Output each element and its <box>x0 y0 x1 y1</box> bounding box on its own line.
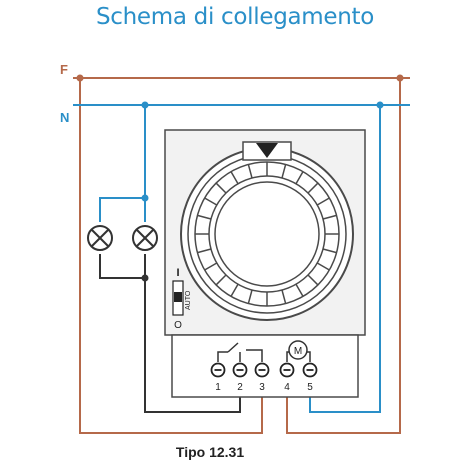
switch-label-off: O <box>174 320 182 331</box>
dial-tick <box>295 283 304 297</box>
dial-tick <box>322 248 337 254</box>
contact-wire-1 <box>217 351 228 362</box>
dial-tick <box>215 182 227 194</box>
lamp-return-junction <box>141 274 149 282</box>
switch-label-on: I <box>176 267 179 279</box>
neutral-junctions <box>141 101 384 202</box>
neutral-junction-right <box>376 101 384 109</box>
dial-tick <box>247 289 253 304</box>
neutral-junction-left <box>141 101 149 109</box>
phase-label: F <box>60 62 68 77</box>
timer-device: I AUTO O M 1 2 3 4 5 <box>164 129 366 398</box>
terminal-label: 2 <box>237 382 243 393</box>
lamp-1-return <box>99 254 145 279</box>
motor-circle <box>288 340 308 360</box>
dial-tick <box>197 248 212 254</box>
dial-tick <box>307 182 319 194</box>
lamp-1-cross-b <box>90 228 110 248</box>
motor-lead-right <box>307 351 311 362</box>
phase-drop-right <box>286 78 401 434</box>
neutral-junction-lamps <box>141 194 149 202</box>
dial-tick <box>197 214 212 220</box>
dial-tick <box>204 197 218 206</box>
phase-junction-right <box>396 74 404 82</box>
dial-tick <box>215 274 227 286</box>
neutral-to-lamps <box>99 105 146 222</box>
motor-lead-left <box>286 351 289 362</box>
terminal-strip: 1 2 3 4 5 <box>210 362 318 393</box>
dial-tick <box>322 214 337 220</box>
timer-dial <box>180 141 354 321</box>
terminal-label: 1 <box>215 382 221 393</box>
dial-tick <box>204 262 218 271</box>
dial-segment-inner <box>208 175 326 293</box>
terminal-label: 5 <box>307 382 313 393</box>
phase-junction-left <box>76 74 84 82</box>
phase-drop-left <box>79 78 263 434</box>
dial-segment-ticks <box>195 162 339 306</box>
switch-label-auto: AUTO <box>185 290 192 310</box>
dial-tick <box>281 164 287 179</box>
dial-tick <box>230 171 239 185</box>
dial-tick <box>307 274 319 286</box>
terminal-label: 4 <box>284 382 290 393</box>
switch-slider <box>174 292 182 302</box>
phase-wiring <box>73 77 410 434</box>
motor-letter: M <box>294 346 302 357</box>
lamp-1 <box>87 225 113 251</box>
relay-contact <box>217 342 263 362</box>
model-label: Tipo 12.31 <box>176 444 244 460</box>
contact-blade <box>227 342 239 353</box>
dial-center <box>214 181 320 287</box>
neutral-label: N <box>60 110 69 125</box>
lamp-2-cross-b <box>135 228 155 248</box>
dial-tick <box>247 164 253 179</box>
terminal-label: 3 <box>259 382 265 393</box>
phase-junctions <box>76 74 404 82</box>
dial-tick <box>230 283 239 297</box>
contact-wire-3 <box>246 349 263 362</box>
dial-tick <box>295 171 304 185</box>
dial-tick <box>316 197 330 206</box>
mode-switch: I AUTO O <box>172 267 192 331</box>
motor-symbol: M <box>286 340 311 362</box>
lamp-2 <box>132 225 158 251</box>
dial-tick <box>281 289 287 304</box>
diagram-title: Schema di collegamento <box>95 4 375 30</box>
dial-pointer-arrow <box>256 143 278 158</box>
dial-tick <box>316 262 330 271</box>
